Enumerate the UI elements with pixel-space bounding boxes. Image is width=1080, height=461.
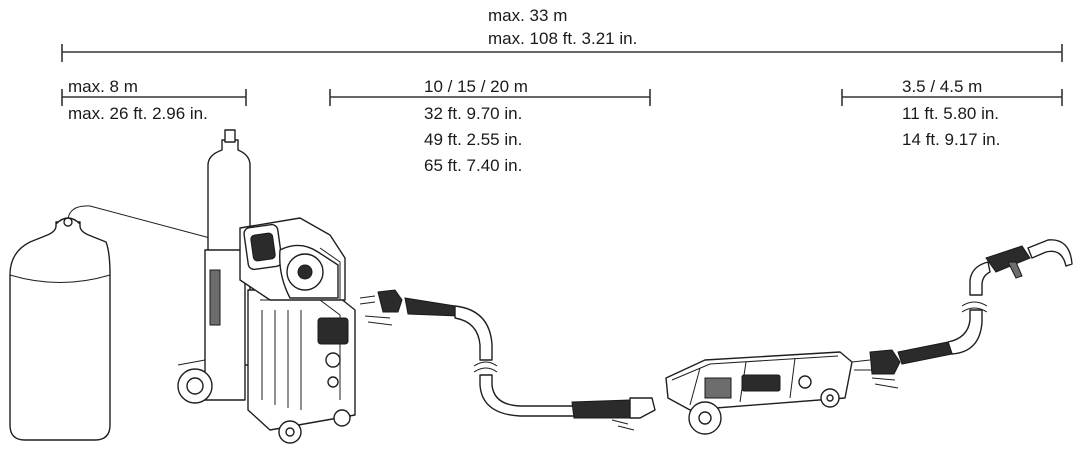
gas-bottle-large <box>9 217 111 441</box>
interconnection-cable <box>359 289 656 431</box>
welding-power-source-cart <box>177 129 356 444</box>
total-length-metric: max. 33 m <box>488 6 567 25</box>
interconnection-cable-length-imperial-2: 49 ft. 2.55 in. <box>424 130 522 149</box>
torch-cable-and-gun <box>851 239 1073 389</box>
torch-cable-length-imperial-1: 11 ft. 5.80 in. <box>902 104 999 123</box>
torch-cable-dimension: 3.5 / 4.5 m 11 ft. 5.80 in. 14 ft. 9.17 … <box>841 77 1063 149</box>
gas-hose-length-imperial: max. 26 ft. 2.96 in. <box>68 104 208 123</box>
gas-hose-dimension: max. 8 m max. 26 ft. 2.96 in. <box>61 77 247 123</box>
total-length-imperial: max. 108 ft. 3.21 in. <box>488 29 637 48</box>
torch-cable-length-imperial-2: 14 ft. 9.17 in. <box>902 130 1000 149</box>
interconnection-cable-dimension: 10 / 15 / 20 m 32 ft. 9.70 in. 49 ft. 2.… <box>329 77 651 175</box>
total-length-dimension: max. 33 m max. 108 ft. 3.21 in. <box>61 6 1063 62</box>
interconnection-cable-length-imperial-1: 32 ft. 9.70 in. <box>424 104 522 123</box>
interconnection-cable-length-imperial-3: 65 ft. 7.40 in. <box>424 156 522 175</box>
gas-hose-length-metric: max. 8 m <box>68 77 138 96</box>
torch-cable-length-metric: 3.5 / 4.5 m <box>902 77 982 96</box>
wire-feeder-trolley <box>665 351 853 435</box>
gas-hose <box>67 205 211 239</box>
interconnection-cable-length-metric: 10 / 15 / 20 m <box>424 77 528 96</box>
